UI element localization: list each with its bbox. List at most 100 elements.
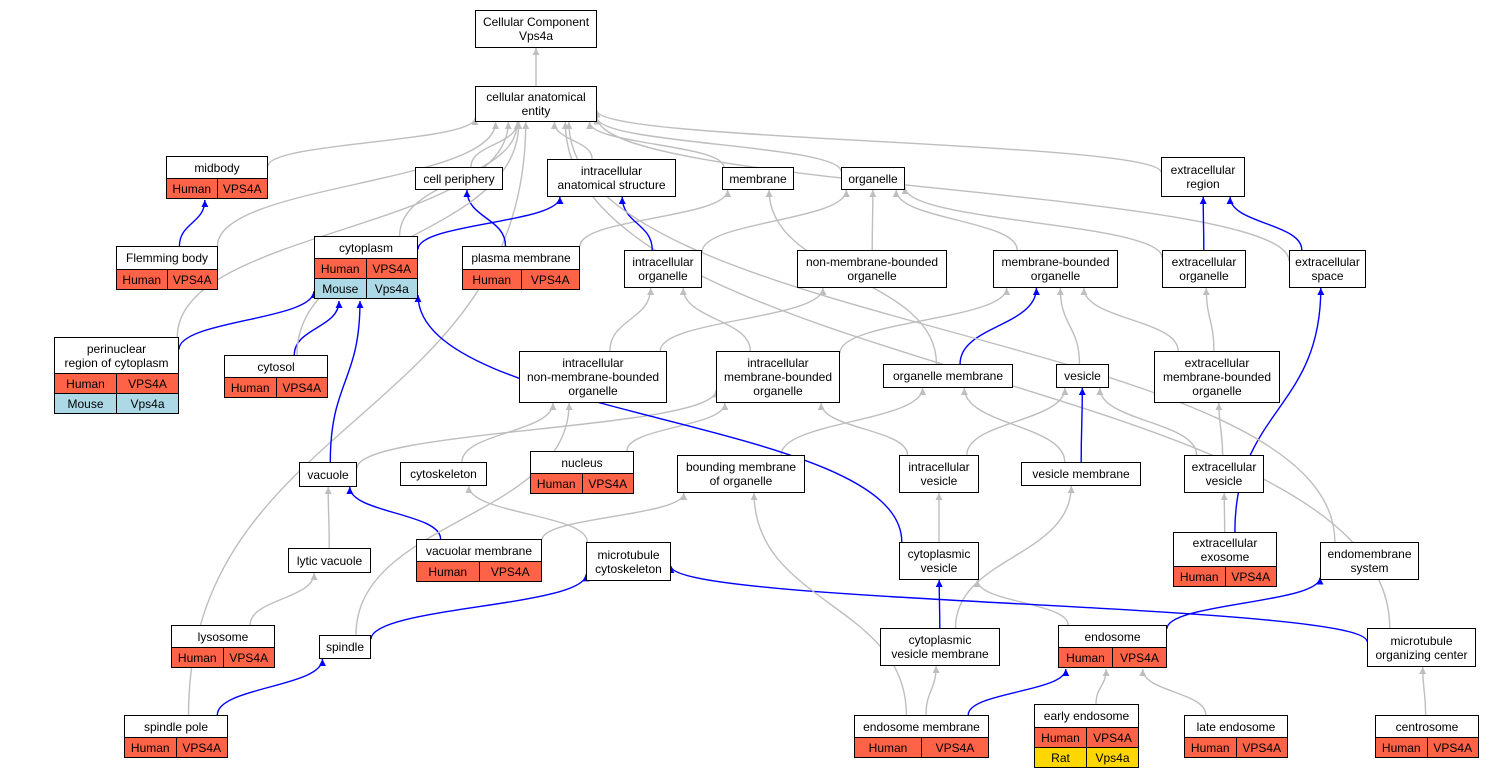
node-label: endomembrane system (1327, 547, 1412, 575)
node-label: extracellular space (1295, 255, 1360, 283)
species-cell: Mouse (322, 281, 359, 296)
gene-cell: VPS4A (166, 270, 218, 289)
edge-plasmamem-to-cellper (463, 189, 507, 247)
node-label: vacuole (307, 467, 349, 482)
edge-nucleus-to-icmbo (626, 402, 729, 452)
edge-cvm-to-cytoves (935, 579, 943, 629)
node-label: intracellular anatomical structure (557, 164, 666, 192)
node-label: lysosome (197, 629, 249, 644)
node-label: extracellular exosome (1192, 535, 1258, 564)
gene-cell: VPS4A (1426, 738, 1479, 757)
edge-endomem-to-cae (565, 121, 1336, 543)
node-label: cell periphery (423, 171, 495, 186)
species-cell: Human (230, 380, 270, 395)
edge-mtcyto-to-cytoskel (465, 485, 588, 543)
node-icmbo: intracellular membrane-bounded organelle (716, 351, 840, 403)
edge-exorg-to-exreg (1199, 196, 1207, 251)
edge-icves-to-vesicle (966, 387, 1069, 456)
node-label: nucleus (561, 455, 603, 470)
gene-cell: Vps4a (116, 394, 178, 413)
node-label: cellular anatomical entity (486, 90, 586, 118)
edge-cytoves-to-cytoplasm (414, 295, 903, 543)
edge-icmbo-to-icorg (679, 287, 752, 352)
node-label: intracellular vesicle (908, 460, 970, 488)
edge-vacuole-to-icmbo (356, 390, 720, 469)
species-cell: Human (1381, 740, 1421, 755)
node-icnmbo: intracellular non-membrane-bounded organ… (519, 351, 667, 403)
species-cell: Human (1041, 730, 1080, 745)
node-vesicle: vesicle (1056, 364, 1109, 388)
node-label: spindle pole (143, 719, 209, 734)
node-label: microtubule organizing center (1375, 633, 1468, 662)
node-vesmem: vesicle membrane (1021, 462, 1141, 486)
node-label: cytoplasmic vesicle membrane (891, 633, 989, 661)
node-label: vesicle (1064, 369, 1101, 383)
edge-endomemb-to-bmo (750, 492, 908, 716)
annotation-row: Human VPS4A (1376, 737, 1478, 757)
node-label: cytoplasmic vesicle (907, 547, 971, 575)
species-cell: Human (428, 564, 468, 579)
edge-exves-to-vesicle (1096, 387, 1198, 456)
node-endomem: endomembrane system (1320, 542, 1419, 580)
edge-icorg-to-organelle (701, 189, 850, 253)
node-label: extracellular region (1170, 163, 1236, 191)
edge-spindle-to-icnmbo (355, 402, 573, 636)
edge-vesmem-to-vesicle (1078, 387, 1086, 463)
node-nmbo: non-membrane-bounded organelle (797, 250, 947, 288)
node-label: endosome (1084, 629, 1141, 644)
node-label: endosome membrane (863, 719, 980, 734)
annotation-row: Human VPS4A (1059, 647, 1166, 667)
gene-cell: VPS4A (365, 259, 418, 278)
edge-spindle-to-mtcyto (370, 574, 590, 640)
species-cell: Human (130, 740, 170, 755)
node-label: membrane-bounded organelle (1001, 255, 1110, 283)
node-exspace: extracellular space (1289, 250, 1366, 288)
edge-exosome-to-exspace (1234, 287, 1325, 533)
node-exmbo: extracellular membrane-bounded organelle (1154, 351, 1280, 403)
node-label: centrosome (1395, 719, 1459, 734)
node-label: late endosome (1196, 719, 1276, 734)
node-label: extracellular membrane-bounded organelle (1162, 356, 1272, 398)
node-label: Flemming body (125, 251, 209, 265)
species-cell: Human (1066, 650, 1105, 665)
edge-exmbo-to-mbo (1080, 287, 1179, 352)
gene-cell: VPS4A (216, 179, 268, 198)
gene-cell: VPS4A (520, 270, 580, 289)
node-mbo: membrane-bounded organelle (993, 250, 1118, 288)
edge-perinuc-to-cytoplasm (178, 290, 318, 350)
node-cytoskel: cytoskeleton (400, 462, 487, 486)
edge-vesicle-to-mbo (1056, 287, 1081, 365)
edge-membrane-to-cae (586, 121, 725, 168)
edge-early-to-endosome (1095, 668, 1110, 705)
node-exorg: extracellular organelle (1162, 250, 1246, 288)
node-label: extracellular vesicle (1191, 460, 1257, 488)
node-label: organelle (848, 171, 898, 186)
species-cell: Mouse (67, 396, 104, 411)
edge-organelle-to-cae (593, 117, 842, 172)
edge-exves-to-exmbo (1215, 402, 1224, 456)
node-organelle: organelle (841, 167, 905, 190)
edge-nmbo-to-organelle (869, 189, 877, 251)
edge-endosome-to-endomem (1166, 577, 1324, 629)
gene-cell: VPS4A (1112, 648, 1166, 667)
node-cytoves: cytoplasmic vesicle (899, 542, 979, 580)
node-cellper: cell periphery (415, 167, 503, 190)
node-membrane: membrane (722, 167, 794, 190)
edge-cytoplasm-to-ias (417, 196, 564, 250)
gene-cell: VPS4A (1235, 738, 1288, 757)
